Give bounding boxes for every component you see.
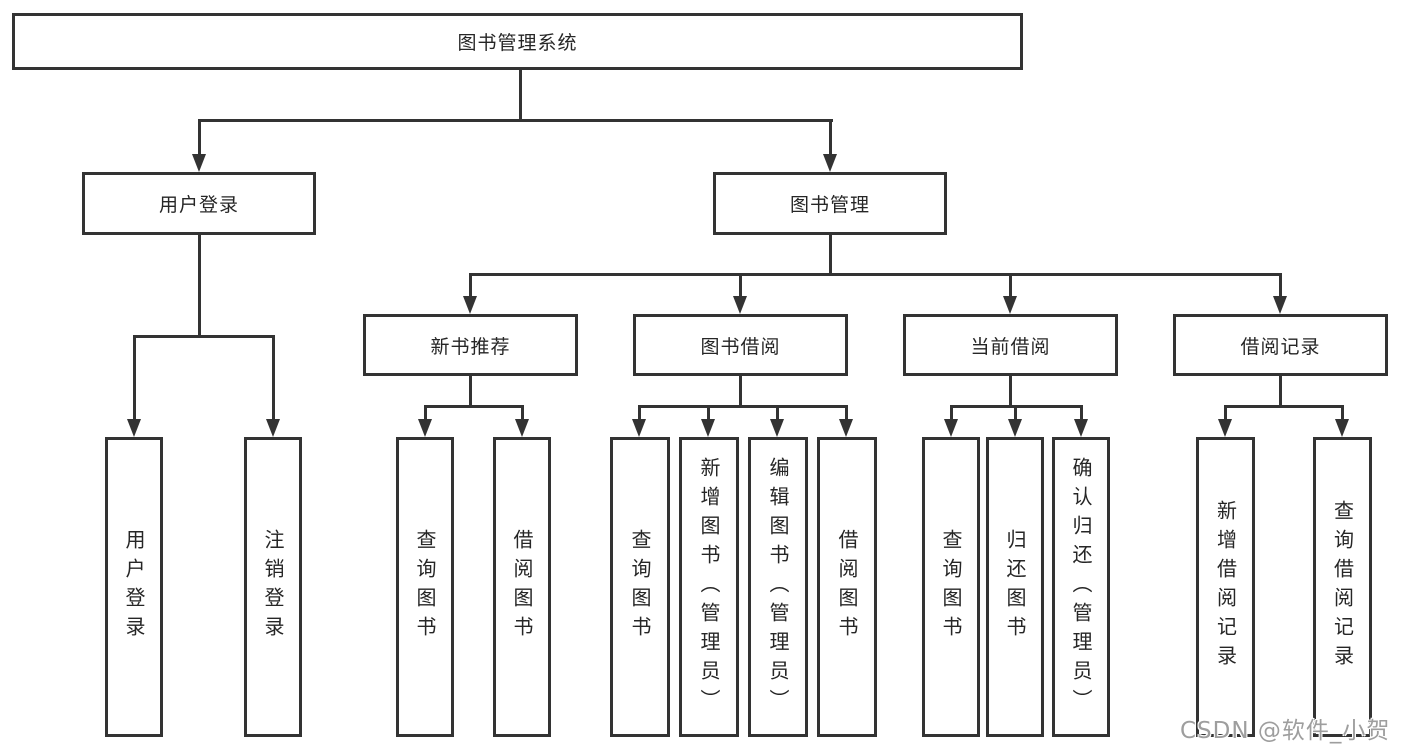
connector-line [1279,273,1282,297]
connector-line [829,235,832,275]
node-root: 图书管理系统 [12,13,1023,70]
leaf-query-books-current-label: 查询图书 [939,529,963,645]
arrow-down-icon [1335,419,1349,437]
connector-line [1014,405,1017,421]
arrow-down-icon [192,154,206,172]
leaf-edit-books-admin: 编辑图书（管理员） [748,437,808,737]
node-book-borrowing: 图书借阅 [633,314,848,376]
arrow-down-icon [733,296,747,314]
leaf-edit-books-admin-label: 编辑图书（管理员） [766,456,790,718]
connector-line [198,119,201,155]
connector-line [469,376,472,408]
node-new-book-recommendation-label: 新书推荐 [430,335,511,358]
leaf-query-books-borrow-label: 查询图书 [628,529,652,645]
leaf-return-books: 归还图书 [986,437,1044,737]
arrow-down-icon [1218,419,1232,437]
connector-line [1279,376,1282,408]
connector-line [739,376,742,408]
connector-line [198,235,201,337]
connector-line [469,273,472,297]
arrow-down-icon [770,419,784,437]
leaf-add-borrow-record: 新增借阅记录 [1196,437,1255,737]
node-root-label: 图书管理系统 [457,32,578,54]
node-user-login-label: 用户登录 [158,194,239,216]
leaf-query-borrow-record-label: 查询借阅记录 [1330,500,1355,674]
leaf-logout-login: 注销登录 [244,437,302,737]
node-book-management: 图书管理 [713,172,947,235]
leaf-query-books-recommend-label: 查询图书 [413,529,437,645]
node-borrowing-records: 借阅记录 [1173,314,1388,376]
leaf-confirm-return-admin-label: 确认归还（管理员） [1069,456,1093,718]
connector-line [638,405,641,421]
arrow-down-icon [823,154,837,172]
leaf-query-books-recommend: 查询图书 [396,437,454,737]
connector-line [1080,405,1083,421]
leaf-add-borrow-record-label: 新增借阅记录 [1213,500,1238,674]
leaf-borrow-books-recommend: 借阅图书 [493,437,551,737]
node-book-borrowing-label: 图书借阅 [700,335,781,358]
leaf-query-borrow-record: 查询借阅记录 [1313,437,1372,737]
connector-line [707,405,710,421]
leaf-borrow-books-recommend-label: 借阅图书 [510,529,534,645]
connector-line [519,70,522,121]
connector-line [950,405,953,421]
leaf-user-login-label: 用户登录 [122,529,146,645]
arrow-down-icon [127,419,141,437]
leaf-add-books-admin: 新增图书（管理员） [679,437,739,737]
arrow-down-icon [1273,296,1287,314]
node-current-borrowing: 当前借阅 [903,314,1118,376]
arrow-down-icon [839,419,853,437]
connector-line [424,405,427,421]
arrow-down-icon [1074,419,1088,437]
node-new-book-recommendation: 新书推荐 [363,314,578,376]
connector-line [198,119,833,122]
arrow-down-icon [515,419,529,437]
connector-line [424,405,524,408]
leaf-add-books-admin-label: 新增图书（管理员） [697,456,721,718]
arrow-down-icon [944,419,958,437]
connector-line [1224,405,1227,421]
connector-line [776,405,779,421]
arrow-down-icon [463,296,477,314]
node-book-management-label: 图书管理 [789,194,870,216]
leaf-logout-login-label: 注销登录 [261,529,285,645]
connector-line [829,119,832,155]
connector-line [739,273,742,297]
arrow-down-icon [632,419,646,437]
leaf-query-books-current: 查询图书 [922,437,980,737]
connector-line [1341,405,1344,421]
watermark: CSDN @软件_小贺同学 [1180,718,1391,744]
arrow-down-icon [701,419,715,437]
connector-line [638,405,848,408]
node-borrowing-records-label: 借阅记录 [1240,335,1321,358]
leaf-confirm-return-admin: 确认归还（管理员） [1052,437,1110,737]
connector-line [469,273,1282,276]
node-user-login: 用户登录 [82,172,316,235]
connector-line [1009,273,1012,297]
connector-line [845,405,848,421]
connector-line [133,335,275,338]
connector-line [1009,376,1012,408]
arrow-down-icon [418,419,432,437]
connector-line [272,335,275,420]
arrow-down-icon [266,419,280,437]
leaf-user-login: 用户登录 [105,437,163,737]
leaf-borrow-books-borrow: 借阅图书 [817,437,877,737]
leaf-return-books-label: 归还图书 [1003,529,1027,645]
arrow-down-icon [1008,419,1022,437]
arrow-down-icon [1003,296,1017,314]
node-current-borrowing-label: 当前借阅 [970,335,1051,358]
leaf-query-books-borrow: 查询图书 [610,437,670,737]
connector-line [133,335,136,420]
leaf-borrow-books-borrow-label: 借阅图书 [835,529,859,645]
connector-line [1224,405,1344,408]
connector-line [521,405,524,421]
